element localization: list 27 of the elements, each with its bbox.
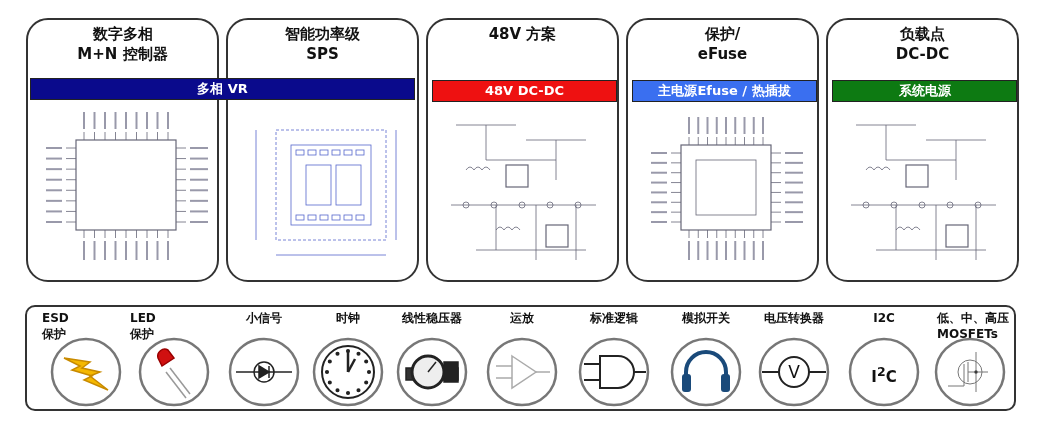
component-label: 小信号	[245, 310, 283, 326]
category-card	[626, 18, 819, 282]
card-title: 保护/ eFuse	[696, 24, 749, 64]
category-card	[226, 18, 419, 282]
symbol-text: V	[787, 363, 801, 381]
component-label: LED 保护	[130, 310, 157, 342]
category-banner: 48V DC-DC	[432, 80, 617, 102]
component-label: I2C	[872, 310, 896, 326]
component-label: 运放	[509, 310, 535, 326]
component-panel	[25, 305, 1016, 411]
card-title: 智能功率级 SPS	[284, 24, 361, 64]
category-card	[426, 18, 619, 282]
component-label: ESD 保护	[42, 310, 70, 342]
category-banner: 多相 VR	[30, 78, 415, 100]
component-label: 线性稳压器	[401, 310, 463, 326]
category-card	[826, 18, 1019, 282]
category-banner: 系统电源	[832, 80, 1017, 102]
component-label: 低、中、高压 MOSFETs	[937, 310, 1010, 342]
card-title: 48V 方案	[487, 24, 558, 44]
card-title: 数字多相 M+N 控制器	[76, 24, 169, 64]
symbol-text: I$^{2}$C	[870, 363, 898, 386]
component-label: 模拟开关	[681, 310, 731, 326]
component-label: 时钟	[335, 310, 361, 326]
component-label: 电压转换器	[763, 310, 825, 326]
category-banner: 主电源Efuse / 热插拔	[632, 80, 817, 102]
component-label: 标准逻辑	[589, 310, 639, 326]
card-title: 负载点 DC-DC	[894, 24, 951, 64]
